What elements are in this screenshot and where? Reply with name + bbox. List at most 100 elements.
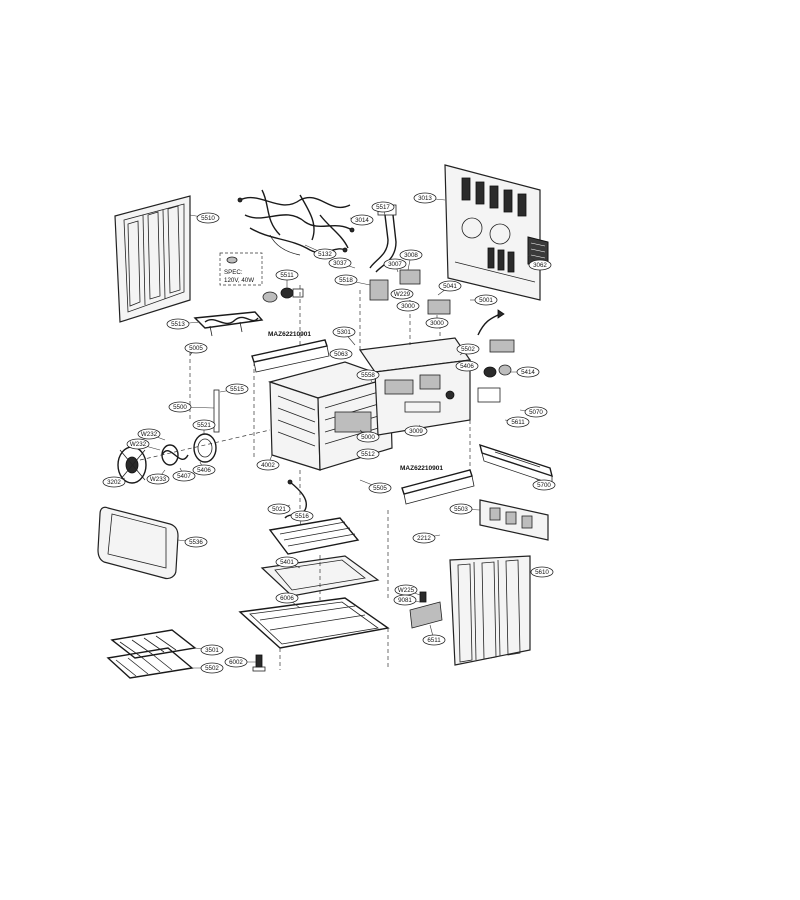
relay-board: [369, 269, 515, 403]
callout-number: 5516: [295, 513, 309, 520]
callout-bubble: [275, 556, 299, 568]
callout-44: 5516: [290, 510, 314, 526]
callout-bubble: [102, 476, 126, 488]
right-rail: [479, 443, 553, 485]
callout-number: W232: [141, 431, 158, 438]
callout-number: 3000: [401, 303, 415, 310]
callout-number: 5500: [173, 404, 187, 411]
callout-bubble: [396, 300, 420, 312]
callout-21: 5063: [329, 348, 353, 360]
callout-number: 6002: [229, 659, 243, 666]
callout-number: 5513: [171, 321, 185, 328]
callout-23: 5414: [510, 366, 540, 378]
callout-number: 3008: [404, 252, 418, 259]
callout-number: 5511: [280, 272, 294, 279]
callout-bubble: [393, 594, 417, 606]
callout-number: 6511: [427, 637, 441, 644]
callout-number: 3037: [333, 260, 347, 267]
callout-number: 5070: [529, 409, 543, 416]
callout-9: 5511: [275, 269, 299, 290]
callout-22: 5406: [455, 360, 479, 372]
door-hinge: [387, 510, 443, 629]
callout-bubble: [413, 192, 437, 204]
callout-number: 5700: [537, 482, 551, 489]
control-bracket: [358, 337, 472, 436]
callout-number: 4002: [261, 462, 275, 469]
callout-number: 5611: [511, 419, 525, 426]
callout-number: 5505: [373, 485, 387, 492]
callout-bubble: [506, 416, 530, 428]
callout-bubble: [528, 259, 552, 271]
callout-35: 5406: [192, 461, 216, 476]
callout-2: 5517: [371, 201, 395, 216]
callout-8: 3062: [527, 254, 552, 271]
callout-30: W232: [137, 428, 166, 441]
callout-bubble: [166, 318, 190, 330]
callout-26: 5558: [356, 369, 380, 383]
callout-bubble: [275, 269, 299, 281]
callout-10: 5518: [334, 274, 371, 286]
convection-fan: [117, 429, 271, 484]
callout-number: W225: [398, 587, 415, 594]
callout-50: W225: [394, 584, 421, 596]
callout-bubble: [332, 326, 356, 338]
callout-37: W233: [146, 469, 170, 485]
callout-bubble: [200, 644, 224, 656]
callout-19: 5005: [184, 342, 208, 356]
callout-bubble: [200, 662, 224, 674]
callout-bubble: [356, 431, 380, 443]
lamp-assembly: [262, 287, 304, 303]
callout-bubble: [524, 406, 548, 418]
callout-bubble: [224, 656, 248, 668]
callout-number: 5063: [334, 351, 348, 358]
callout-56: 6511: [422, 624, 446, 646]
base-frame: [238, 597, 390, 670]
callout-bubble: [399, 249, 423, 261]
bake-heater: [268, 517, 360, 555]
callout-number: 5021: [272, 506, 286, 513]
callout-bubble: [356, 369, 380, 381]
callout-32: 5000: [356, 429, 380, 443]
callout-number: 5536: [189, 539, 203, 546]
callout-number: 3014: [355, 217, 369, 224]
callout-42: 5700: [532, 477, 556, 491]
callout-bubble: [390, 288, 414, 300]
callout-43: 5021: [267, 503, 291, 515]
callout-3: 3013: [413, 192, 446, 204]
callout-52: 5610: [530, 566, 554, 578]
callout-5: 3037: [328, 257, 356, 269]
callout-number: 3007: [388, 261, 402, 268]
callout-31: W232: [126, 438, 161, 451]
callout-number: 5407: [177, 473, 191, 480]
callout-number: 5001: [479, 297, 493, 304]
callout-bubble: [350, 214, 374, 226]
callout-28: 5500: [168, 401, 215, 413]
callout-16: 3000: [396, 299, 420, 312]
callout-0: 5510: [189, 212, 220, 224]
callout-number: 3202: [107, 479, 121, 486]
callout-number: W233: [150, 476, 167, 483]
callout-34: 5611: [504, 416, 530, 428]
callout-18: 5502: [456, 343, 480, 356]
lamp-spec-note: SPEC: 120V, 40W: [219, 252, 263, 286]
right-side-panel: [449, 555, 531, 666]
callout-39: 4002: [256, 454, 280, 471]
door-glass: [97, 506, 179, 580]
callout-53: 3501: [194, 644, 224, 656]
callout-number: 5558: [361, 372, 375, 379]
callout-number: 3062: [533, 262, 547, 269]
callout-1: 3014: [349, 214, 374, 226]
callout-number: 5502: [461, 346, 475, 353]
callout-bubble: [328, 257, 352, 269]
callout-bubble: [256, 459, 280, 471]
top-frame-bracket: [251, 339, 330, 460]
callout-bubble: [532, 479, 556, 491]
callout-47: 2212: [412, 532, 441, 544]
wire-harness: [237, 189, 355, 256]
callout-bubble: [275, 592, 299, 604]
callout-bubble: [196, 212, 220, 224]
callout-45: 5503: [449, 503, 481, 515]
callout-33: 3009: [404, 424, 428, 437]
callout-number: 5406: [460, 363, 474, 370]
